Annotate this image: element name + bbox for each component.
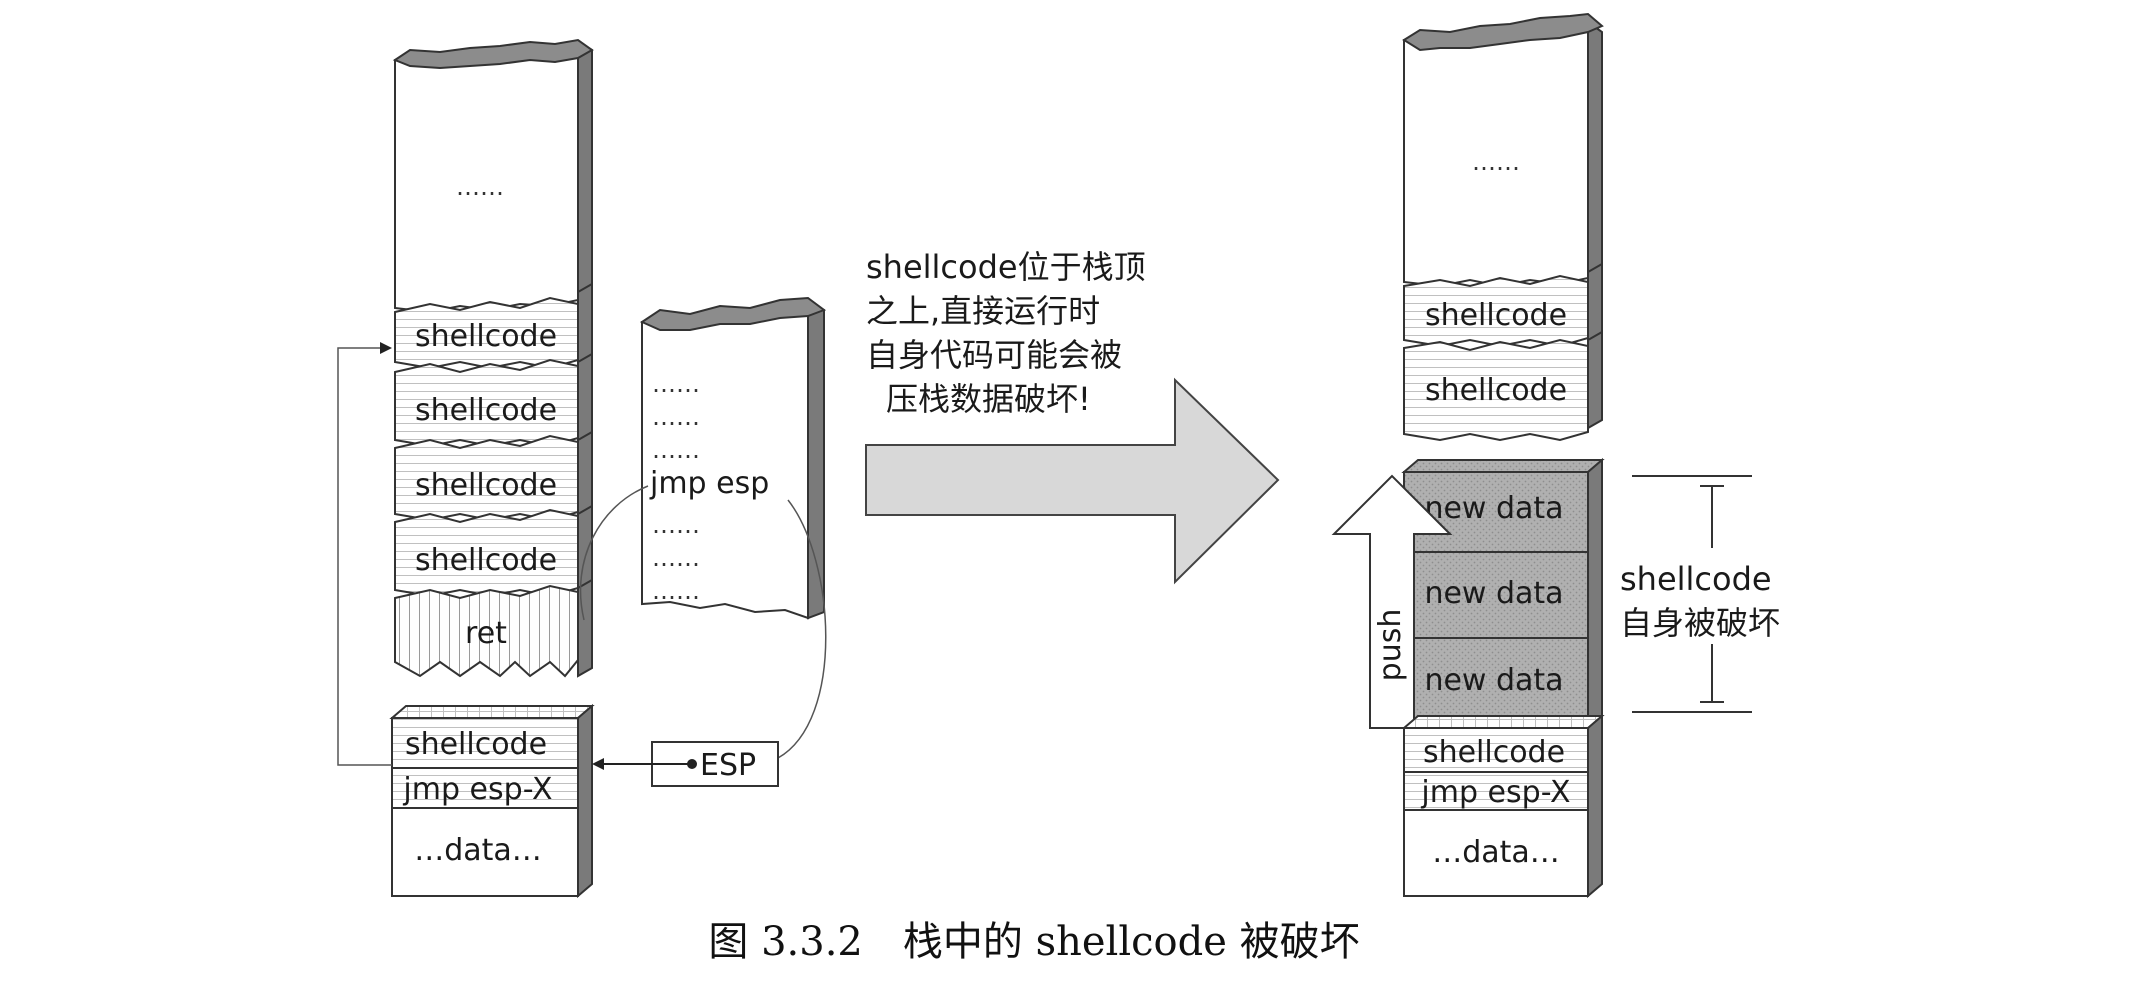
left-stack-cell-3-label: shellcode (415, 468, 557, 503)
right-stack-top-dots: …… (1472, 148, 1520, 176)
code-jmp-esp: jmp esp (649, 466, 769, 501)
figure-caption: 图 3.3.2 栈中的 shellcode 被破坏 (708, 919, 1359, 965)
left-stack-cell-4-label: shellcode (415, 543, 557, 578)
center-note-line-4: 压栈数据破坏! (886, 380, 1091, 418)
push-label: push (1373, 609, 1408, 682)
right-stack-cell-2: shellcode (1403, 330, 1603, 442)
right-stack-top-side (1587, 20, 1603, 280)
right-bottom-row-1 (1403, 727, 1589, 773)
return-to-shellcode-arrow (337, 342, 392, 766)
center-note: shellcode位于栈顶 之上,直接运行时 自身代码可能会被 压栈数据破坏! (866, 248, 1146, 418)
code-dots-4: …… (652, 511, 700, 539)
right-bottom-row-2 (1403, 771, 1589, 811)
left-stack-cell-3: shellcode (394, 430, 593, 524)
code-dots-1: …… (652, 370, 700, 398)
left-bottom-row-3-label: …data… (414, 833, 542, 868)
right-bottom-row-3 (1403, 809, 1589, 897)
right-bottom-row-3-label: …data… (1432, 835, 1560, 870)
jmp-esp-to-esp-curve (777, 499, 827, 759)
code-column: …… …… …… jmp esp …… …… …… (639, 296, 827, 620)
right-bottom-block: shellcode jmp esp-X …data… (1401, 713, 1605, 899)
bracket-note-line-1: shellcode (1620, 560, 1772, 598)
right-bottom-row-2-label: jmp esp-X (1420, 775, 1570, 810)
right-stack-cell-1-label: shellcode (1425, 298, 1567, 333)
bracket-label-bg (1618, 548, 1808, 644)
ret-to-jmp-esp-curve (579, 485, 649, 621)
right-bottom-block-top (1401, 715, 1605, 729)
left-stack-cell-2-label: shellcode (415, 393, 557, 428)
left-bottom-block-side (577, 703, 593, 899)
esp-pointer: ESP (592, 741, 779, 787)
new-data-label-3: new data (1424, 663, 1563, 698)
new-data-label-2: new data (1424, 576, 1563, 611)
new-data-block-2 (1403, 551, 1589, 639)
left-stack-top-side (577, 40, 593, 302)
new-data-top-edge (1401, 459, 1605, 473)
left-stack-cell-4: shellcode (394, 504, 593, 600)
code-column-side (807, 300, 825, 620)
left-stack-cell-1-label: shellcode (415, 319, 557, 354)
left-bottom-row-3 (391, 807, 579, 897)
right-stack-top-edge (1402, 12, 1604, 52)
center-note-line-2: 之上,直接运行时 (866, 292, 1100, 330)
left-stack-ret: ret (394, 578, 593, 678)
right-bottom-row-1-label: shellcode (1423, 735, 1565, 770)
right-stack: …… shellcode shellcode (1402, 12, 1604, 442)
new-data-label-1: new data (1424, 491, 1563, 526)
code-column-top-edge (639, 296, 827, 331)
push-arrow: push (1331, 474, 1453, 729)
left-stack-ret-label: ret (465, 616, 507, 651)
transition-arrow (865, 377, 1280, 585)
left-stack: …… shellcode shellcode shellcode shellco… (392, 38, 594, 678)
new-data-block-1 (1403, 471, 1589, 553)
new-data-side (1587, 457, 1603, 730)
code-dots-6: …… (652, 577, 700, 605)
right-new-data: new data new data new data (1401, 457, 1605, 730)
left-stack-top-edge (392, 38, 594, 70)
left-bottom-row-2-label: jmp esp-X (402, 772, 552, 807)
code-dots-3: …… (652, 436, 700, 464)
new-data-block-3 (1403, 637, 1589, 729)
left-bottom-block: shellcode jmp esp-X …data… (389, 703, 595, 899)
right-stack-cell-2-label: shellcode (1425, 373, 1567, 408)
esp-label: ESP (700, 748, 756, 783)
push-arrow-shape (1331, 474, 1453, 729)
right-bottom-block-side (1587, 713, 1603, 899)
left-stack-cell-2: shellcode (394, 352, 593, 450)
left-bottom-row-1-label: shellcode (405, 727, 547, 762)
right-stack-cell-1: shellcode (1403, 262, 1603, 348)
left-stack-top-dots: …… (456, 173, 504, 201)
bracket-note-line-2: 自身被破坏 (1620, 604, 1780, 642)
center-note-line-1: shellcode位于栈顶 (866, 248, 1146, 286)
code-dots-5: …… (652, 544, 700, 572)
center-note-line-3: 自身代码可能会被 (866, 336, 1122, 374)
code-dots-2: …… (652, 403, 700, 431)
left-bottom-block-top (389, 705, 595, 719)
